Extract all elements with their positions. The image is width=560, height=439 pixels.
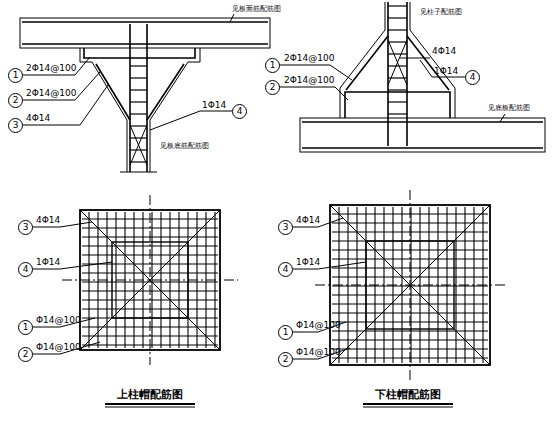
callout-number: 4 [232, 104, 247, 119]
callout-number: 2 [8, 93, 23, 108]
callout-number: 2 [265, 80, 280, 95]
rebar-spec: Φ14@100 [296, 347, 341, 357]
rebar-line [388, 5, 407, 6]
rebar-spec: 1Φ14 [296, 257, 320, 267]
upper-cap-plan [31, 195, 238, 365]
rebar-spec: 4Φ14 [26, 113, 50, 123]
rebar-spec: 1Φ14 [36, 257, 60, 267]
rebar-line [130, 101, 147, 102]
rebar-line [130, 161, 147, 162]
rebar-spec: 4Φ14 [432, 46, 456, 56]
rebar-line [388, 40, 407, 85]
rebar-line [388, 53, 407, 54]
rebar-spec: 2Φ14@100 [284, 53, 334, 63]
rebar-spec: 2Φ14@100 [26, 88, 76, 98]
rebar-spec: Φ14@100 [36, 315, 81, 325]
callout-number: 1 [278, 325, 293, 340]
callout-number: 1 [18, 320, 33, 335]
callout-number: 1 [265, 58, 280, 73]
rebar-line [130, 113, 147, 114]
drawing-title: 上柱帽配筋图 [117, 388, 183, 401]
callout-number: 3 [18, 220, 33, 235]
callout-number: 4 [465, 70, 480, 85]
rebar-line [388, 89, 407, 90]
reference-note: 见板底筋配筋图 [160, 142, 209, 150]
rebar-line [130, 137, 147, 138]
rebar-spec: 2Φ14@100 [26, 63, 76, 73]
rebar-line [130, 149, 147, 150]
callout-number: 1 [8, 68, 23, 83]
rebar-line [388, 101, 407, 102]
rebar-spec: 4Φ14 [296, 215, 320, 225]
rebar-line [130, 125, 147, 126]
rebar-line [130, 125, 147, 165]
rebar-line [388, 29, 407, 30]
lower-cap-plan [291, 190, 505, 380]
rebar-line [130, 77, 147, 78]
lower-cap-section [278, 2, 545, 152]
rebar-spec: 1Φ14 [202, 100, 226, 110]
drawing-title: 下柱帽配筋图 [375, 388, 441, 401]
callout-number: 3 [8, 118, 23, 133]
reference-note: 见底板配筋图 [488, 104, 530, 112]
rebar-line [130, 89, 147, 90]
rebar-spec: 1Φ14 [434, 66, 458, 76]
callout-number: 4 [278, 262, 293, 277]
rebar-spec: 2Φ14@100 [284, 75, 334, 85]
rebar-spec: Φ14@100 [36, 342, 81, 352]
rebar-spec: 4Φ14 [36, 215, 60, 225]
rebar-spec: Φ14@100 [296, 320, 341, 330]
callout-number: 2 [278, 352, 293, 367]
rebar-line [388, 41, 407, 42]
reference-note: 见板面筋配筋图 [232, 5, 281, 13]
callout-number: 2 [18, 347, 33, 362]
rebar-line [388, 40, 407, 85]
upper-cap-section [20, 14, 270, 172]
callout-number: 4 [18, 262, 33, 277]
rebar-line [388, 17, 407, 18]
rebar-line [130, 125, 147, 165]
reference-note: 见柱子配筋图 [420, 8, 462, 16]
rebar-line [130, 65, 147, 66]
title-underlines [105, 404, 453, 407]
rebar-line [388, 113, 407, 114]
rebar-line [388, 65, 407, 66]
callout-number: 3 [278, 220, 293, 235]
